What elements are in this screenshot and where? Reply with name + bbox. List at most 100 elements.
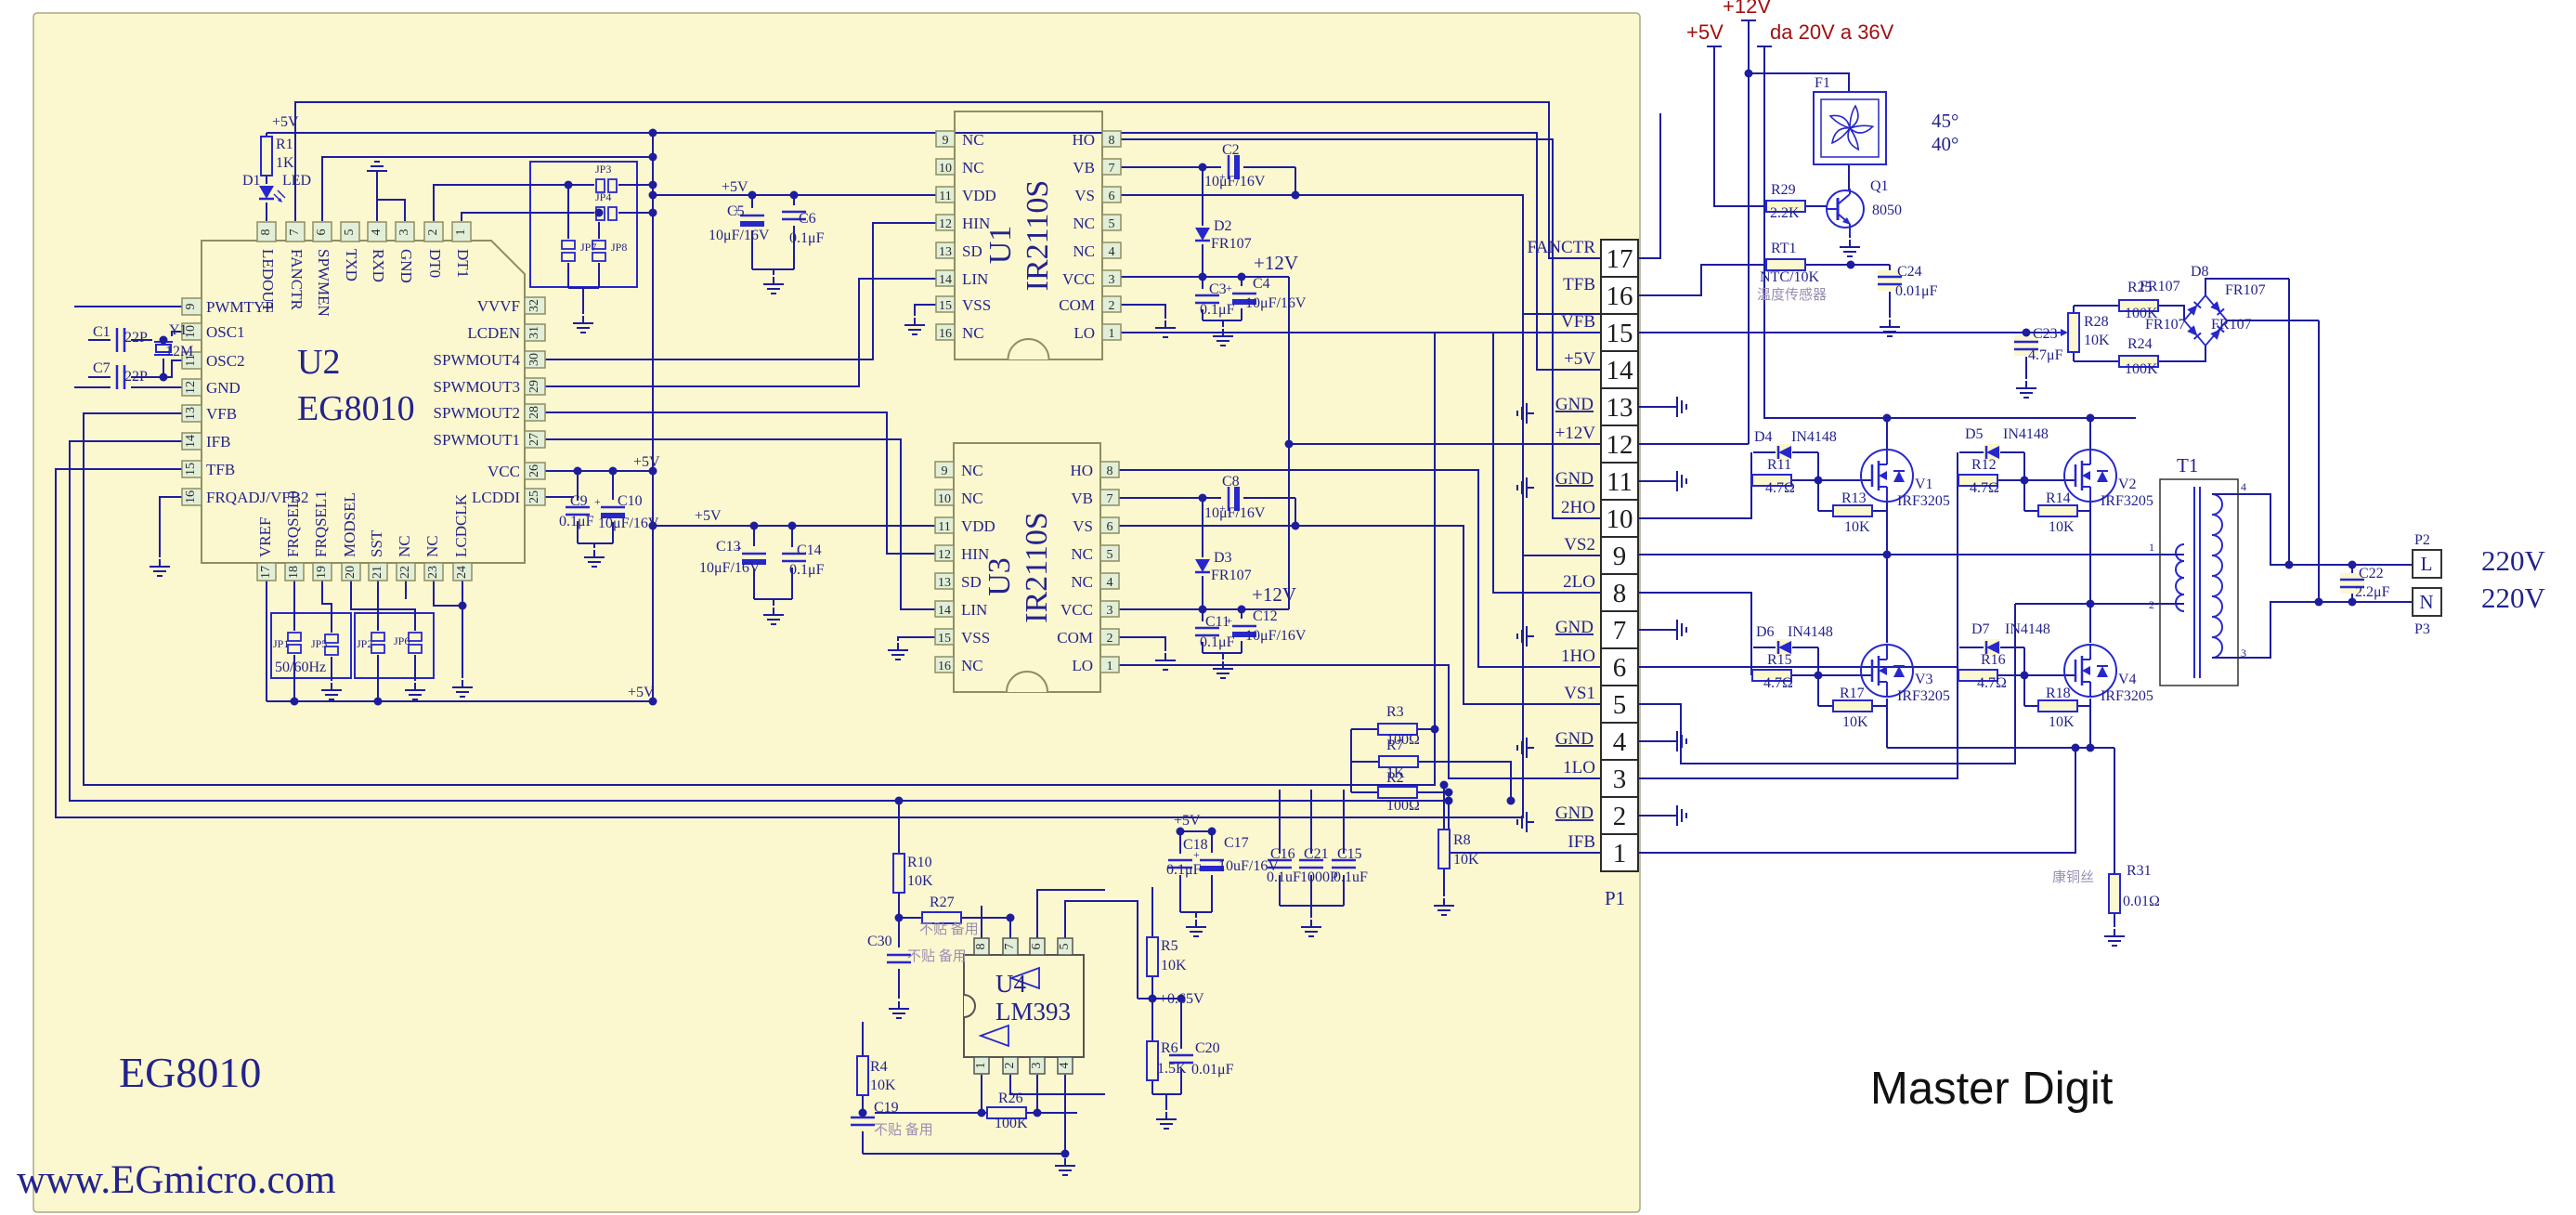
pin-box [367, 221, 387, 242]
schematic-text: 0.1μF [1200, 634, 1235, 650]
wire [69, 440, 1601, 854]
pin-label: VDD [962, 187, 996, 204]
junction-dot [2071, 743, 2080, 752]
part-rh [2118, 299, 2159, 312]
pin-box [451, 221, 472, 242]
pin-number: 7 [1109, 162, 1115, 176]
pin-box [1099, 656, 1120, 673]
p1-pin-label: TFB [1563, 275, 1595, 294]
schematic-text: D8 [2191, 264, 2209, 280]
schematic-text: 12M [165, 344, 193, 359]
junction-dot [1444, 796, 1453, 805]
junction-dot [748, 190, 757, 200]
junction-dot [1198, 163, 1207, 172]
schematic-text: C14 [797, 542, 822, 558]
pin-box [452, 562, 473, 581]
schematic-text: 10μF/16V [709, 228, 770, 243]
schematic-text: R28 [2084, 314, 2109, 330]
pin-label: VDD [961, 517, 995, 535]
pin-number: 27 [527, 433, 541, 446]
schematic-text: C6 [799, 211, 816, 227]
pin-label: HIN [961, 545, 989, 563]
pin-number: 28 [527, 406, 541, 419]
pin-number: 22 [398, 566, 412, 579]
pin-number: 4 [1109, 245, 1115, 259]
pin-label: SD [962, 242, 982, 260]
pin-number: 5 [1058, 944, 1072, 950]
schematic-text: C1 [93, 324, 111, 340]
pin-box [524, 488, 546, 506]
pin-box [181, 432, 202, 451]
pin-number: 15 [938, 632, 951, 646]
ground-icon [1213, 329, 1233, 346]
pin-box [1101, 214, 1122, 231]
schematic-text: R25 [2127, 280, 2153, 295]
part-rv [1146, 936, 1159, 977]
schematic-text: C3 [1209, 281, 1227, 297]
ground-icon [1155, 320, 1176, 338]
schematic-text: C21 [1304, 846, 1329, 862]
schematic-text: +0.65V [1159, 991, 1204, 1007]
pin-number: 4 [370, 229, 384, 236]
pin-box [935, 242, 956, 259]
junction-dot [1006, 913, 1015, 922]
part-rv [2108, 873, 2121, 914]
ground-icon [1155, 653, 1176, 671]
pin-box [934, 628, 955, 646]
part-rv [856, 1055, 869, 1096]
wire [2205, 278, 2289, 295]
part-cv [1195, 289, 1219, 309]
p1-pin-box [1600, 313, 1639, 352]
pin-label: NC [961, 490, 983, 507]
part-cv [1195, 621, 1219, 642]
schematic-text: 10K [1161, 958, 1187, 973]
wire [897, 636, 935, 641]
schematic-text: IRF3205 [1897, 688, 1950, 704]
pin-label: TXD [343, 249, 360, 281]
ground-icon [584, 550, 605, 568]
pin-number: 14 [938, 604, 951, 618]
wire [1638, 604, 2016, 764]
schematic-text: 10K [907, 873, 933, 889]
chips-layer [33, 12, 1641, 1213]
schematic-text: R15 [1767, 652, 1792, 668]
pin-box [340, 221, 360, 242]
junctions-layer [159, 69, 2357, 1158]
wire [914, 304, 936, 316]
pin-label: COM [1057, 629, 1093, 647]
schematic-text: +12V [1252, 583, 1296, 606]
part-rh [1751, 669, 1792, 682]
pin-box [1101, 323, 1122, 341]
part-rh [2037, 699, 2078, 712]
p1-pin-label: +5V [1564, 349, 1595, 369]
schematic-text: C9 [570, 493, 588, 509]
pin-label: OSC1 [206, 323, 245, 341]
schematic-text: + [594, 495, 601, 508]
junction-dot [1033, 1108, 1042, 1117]
schematic-text: NTC/10K [1760, 269, 1819, 285]
p1-pin-label: GND [1555, 469, 1594, 489]
pin-label: GND [397, 249, 415, 283]
pin-box [341, 562, 361, 581]
ground-icon [1516, 477, 1534, 498]
wire [1409, 761, 1512, 801]
pin-box [1029, 937, 1046, 956]
junction-dot [159, 372, 168, 382]
pin-number: 8 [974, 944, 988, 950]
p1-pin-label: VS1 [1564, 684, 1595, 703]
pin-label: LEDOUT [259, 249, 277, 313]
pin-label: HO [1070, 462, 1093, 479]
pin-box [973, 1056, 990, 1075]
schematic-text: 0.01μF [1895, 283, 1938, 299]
pin-label: VSS [962, 296, 991, 314]
p1-pin-number: 10 [1607, 504, 1633, 534]
part-rh [1832, 504, 1873, 517]
schematic-text: 100Ω [1386, 798, 1420, 814]
wire [1121, 304, 1166, 319]
junction-dot [458, 601, 467, 610]
schematic-text: R3 [1386, 704, 1404, 720]
schematic-text: FR107 [2145, 317, 2186, 333]
wire [1638, 113, 1661, 259]
junction-dot [594, 208, 604, 217]
